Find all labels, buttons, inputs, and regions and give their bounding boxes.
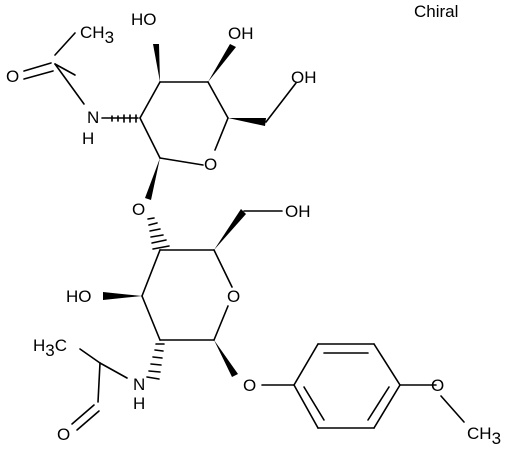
ring-bond: [141, 295, 161, 341]
hash-bond: [148, 370, 161, 373]
bond: [440, 395, 465, 423]
bond: [97, 362, 101, 403]
ring-bond: [293, 343, 319, 386]
atom-label-o-ring-bottom: O: [227, 287, 240, 306]
hash-bond: [146, 376, 160, 380]
hash-bond: [149, 228, 161, 232]
atom-label-ho-c3-bottom: HO: [66, 287, 92, 306]
hash-bond: [152, 356, 163, 359]
chiral-label: Chiral: [414, 2, 459, 21]
atom-label-nh-bottom: N: [133, 375, 145, 394]
ring-double-bond: [303, 386, 325, 421]
ring-double-bond: [367, 386, 390, 421]
atom-label-nh-top-h: H: [82, 129, 94, 148]
hash-bond: [152, 245, 170, 250]
atom-label-o-acetyl-bottom: O: [57, 425, 70, 444]
ring-bond: [293, 384, 319, 429]
bond: [23, 62, 52, 72]
hash-bond: [147, 217, 155, 220]
atom-label-o-glycosidic: O: [132, 200, 145, 219]
hash-bond: [151, 239, 167, 244]
bond: [99, 362, 128, 379]
bond: [54, 32, 76, 56]
ring-bond: [213, 305, 229, 341]
bond: [54, 63, 85, 105]
atom-label-oh-ch2-bottom: OH: [285, 202, 311, 221]
ring-bond: [139, 81, 161, 119]
wedge-bond: [153, 44, 160, 82]
atom-label-h3c-bottom: H3C: [33, 336, 67, 360]
ring-bond: [141, 249, 161, 297]
hash-bond: [148, 222, 158, 226]
atom-label-o-phenyl: O: [243, 376, 256, 395]
hash-bond: [150, 234, 164, 238]
atom-label-oh-ch2-top: OH: [291, 68, 317, 87]
hash-bond: [154, 349, 164, 352]
wedge-bond: [214, 340, 238, 377]
atom-label-nh-bottom-h: H: [133, 394, 145, 413]
atom-label-ch3-top: CH3: [80, 23, 114, 47]
atom-label-o-ring-top: O: [204, 155, 217, 174]
atom-label-o-acetyl-top: O: [6, 67, 19, 86]
bond: [265, 82, 297, 123]
wedge-bond: [145, 158, 160, 200]
atom-label-ho-c3-top: HO: [131, 10, 157, 29]
ring-bond: [207, 81, 229, 119]
bond: [54, 63, 76, 76]
ring-bond: [159, 157, 204, 166]
bond: [71, 404, 95, 425]
ring-bond: [214, 117, 229, 151]
wedge-bond: [228, 118, 266, 126]
wedge-bond: [214, 209, 246, 250]
atom-label-ch3-methoxy: CH3: [467, 424, 501, 447]
atom-label-nh-top: N: [87, 108, 99, 127]
wedge-bond: [208, 44, 236, 82]
ring-bond: [373, 343, 401, 386]
wedge-bond: [103, 292, 142, 300]
ring-bond: [213, 249, 233, 288]
ring-bond: [139, 117, 161, 159]
ring-bond: [373, 384, 401, 429]
bond: [23, 70, 54, 80]
atom-label-o-methoxy: O: [431, 376, 444, 395]
bond: [76, 410, 100, 431]
bond: [79, 348, 101, 364]
hash-bond: [150, 363, 162, 366]
atom-label-oh-c4-top: OH: [228, 24, 254, 43]
